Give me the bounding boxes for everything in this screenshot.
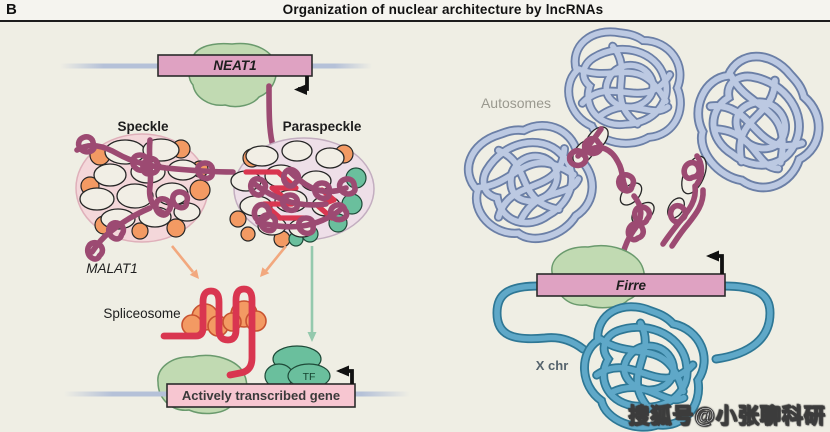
tf-label: TF [303,371,316,383]
firre-label: Firre [616,278,647,293]
neat1-label: NEAT1 [213,58,256,73]
firre-locus: Firre [492,245,775,364]
transcription-arrow-icon [294,76,309,95]
figure-title: Organization of nuclear architecture by … [282,2,604,17]
xchr-loop-lines [492,281,775,364]
diagram-canvas: NEAT1 [60,22,830,432]
tf-complex: TF [264,345,331,389]
spliceosome-complex: Spliceosome [103,285,267,379]
xchr-label: X chr [536,358,569,373]
watermark: 搜狐号@小张聊科研 [628,405,826,429]
paraspeckle: Paraspeckle [229,119,375,248]
active-gene-box [166,383,356,408]
paraspeckle-to-spliceosome-arrow-icon [260,245,288,277]
malat1-label: MALAT1 [86,261,138,276]
malat1-rna-strands [77,135,236,261]
autosomes-label: Autosomes [481,95,551,111]
autosome-tangle-1 [569,32,681,143]
figure-header: B Organization of nuclear architecture b… [0,0,830,22]
speckle: Speckle [76,119,236,261]
paraspeckle-to-tf-arrow-icon [307,246,317,342]
autosome-tangle-3 [452,105,608,261]
active-gene-label: Actively transcribed gene [182,388,340,403]
transcription-arrow-icon [336,365,354,384]
paraspeckle-label: Paraspeckle [283,119,362,134]
paraspeckle-neat1-strands [247,167,356,233]
panel-label: B [6,1,17,18]
spliceosome-label: Spliceosome [103,306,180,321]
speckle-to-spliceosome-arrow-icon [170,245,199,279]
neat1-gene-box [157,54,313,77]
speckle-label: Speckle [117,119,169,134]
red-pre-mrna-strand [160,285,256,379]
firre-gene-box [536,273,726,297]
transcription-arrow-icon [706,250,724,274]
